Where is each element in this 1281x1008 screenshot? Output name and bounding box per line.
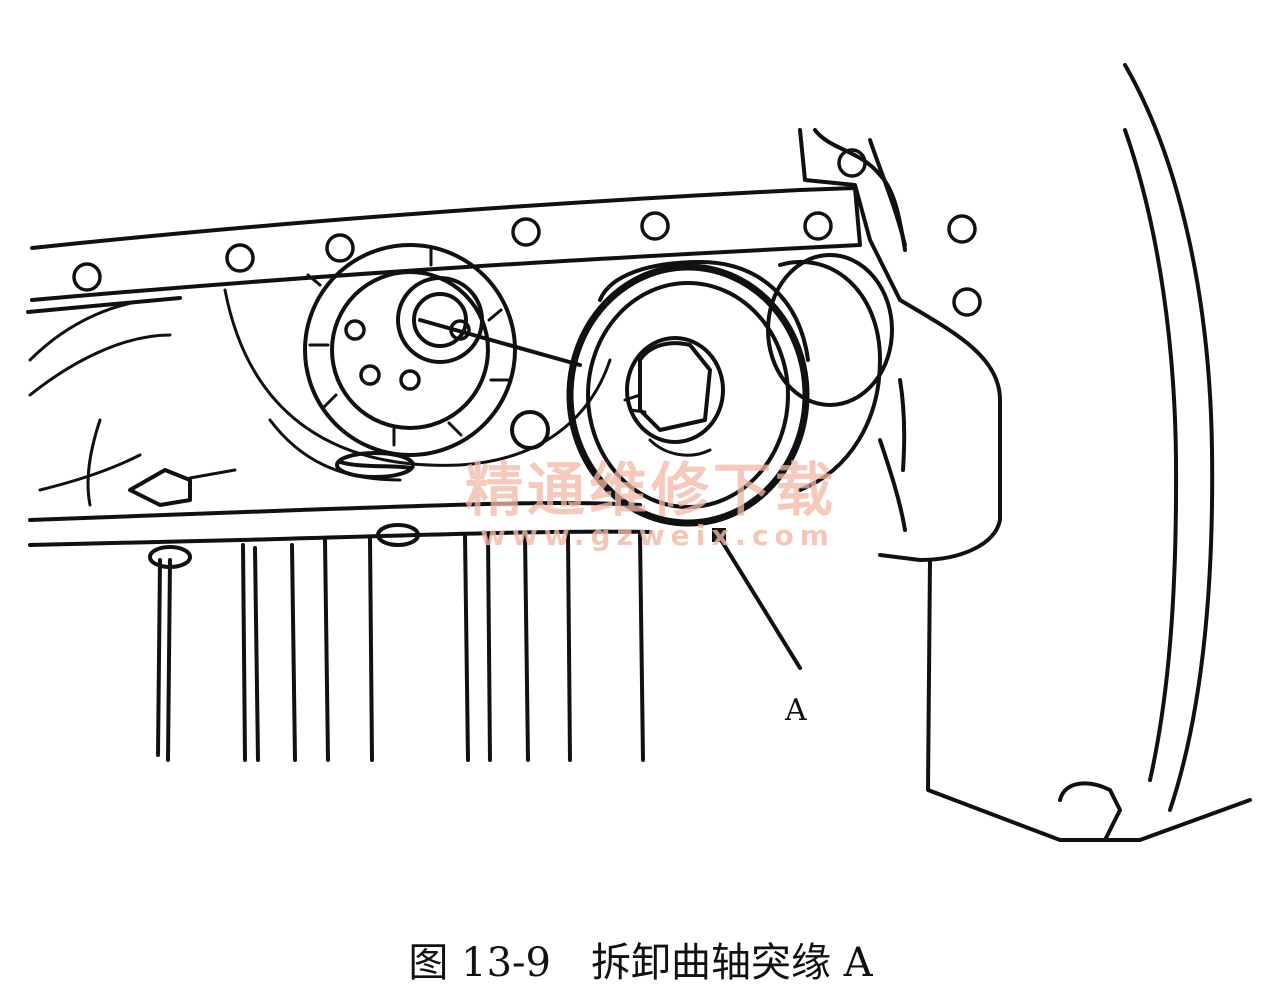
timing-gear	[223, 243, 612, 482]
engine-cover-outline	[26, 186, 862, 547]
crankshaft-flange	[566, 253, 894, 527]
oil-pan-ribs	[128, 468, 645, 762]
callout-label-a: A	[784, 693, 807, 728]
figure-caption: 图 13-9 拆卸曲轴突缘 A	[408, 940, 873, 986]
watermark: 精通维修下载 www.gzweix.com	[465, 456, 837, 552]
watermark-url: www.gzweix.com	[480, 519, 835, 552]
fender-panel	[1123, 63, 1215, 812]
watermark-title: 精通维修下载	[465, 456, 837, 524]
bolt-holes	[72, 148, 982, 317]
housing-right	[798, 128, 1252, 842]
callout-leader	[712, 528, 802, 670]
